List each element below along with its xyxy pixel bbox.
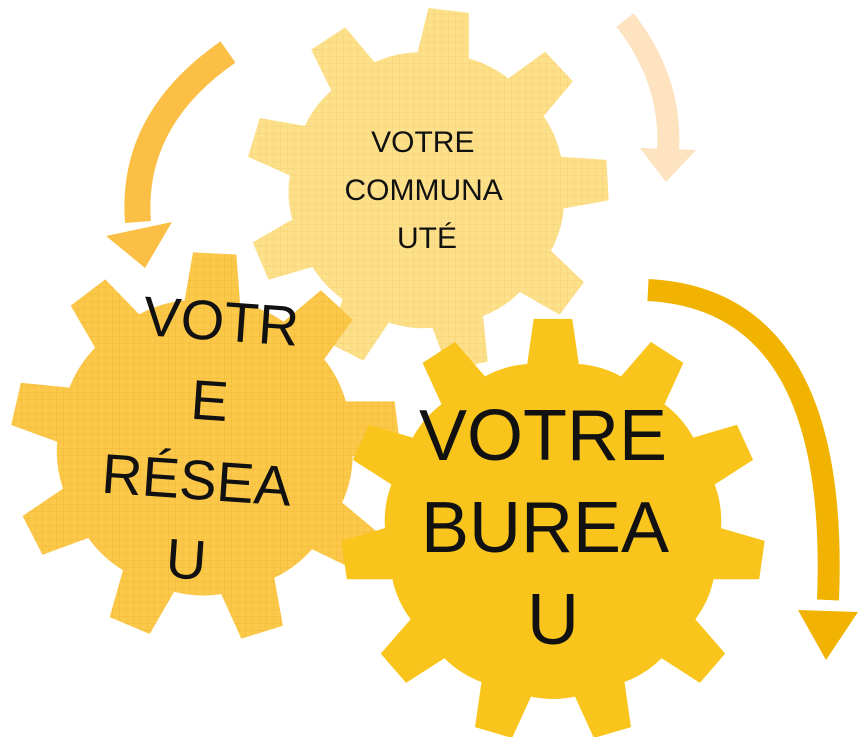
arrow-top-right bbox=[616, 13, 696, 182]
gear-reseau-line-1: VOTR bbox=[141, 284, 301, 358]
gear-communaute-line-1: VOTRE bbox=[371, 126, 474, 159]
gear-reseau-line-3: RÉSEA bbox=[100, 442, 294, 518]
gear-bureau-line-1: VOTRE bbox=[419, 396, 667, 476]
gear-bureau: VOTRE BUREA U bbox=[341, 318, 765, 737]
gear-bureau-line-3: U bbox=[527, 580, 579, 660]
gear-communaute-line-2: COMMUNA bbox=[344, 174, 502, 207]
arrow-right bbox=[647, 279, 858, 660]
arrow-top-left bbox=[106, 41, 236, 268]
gear-bureau-shape bbox=[341, 318, 765, 737]
gear-reseau-line-4: U bbox=[164, 526, 209, 592]
gear-reseau-line-2: E bbox=[189, 368, 231, 433]
gear-bureau-label: VOTRE BUREA U bbox=[419, 396, 687, 660]
gear-reseau-label: VOTR E RÉSEA U bbox=[94, 282, 317, 598]
gear-bureau-line-2: BUREA bbox=[421, 488, 669, 568]
gear-communaute: VOTRE COMMUNA UTÉ bbox=[248, 8, 609, 371]
gear-communaute-line-3: UTÉ bbox=[397, 222, 457, 255]
gear-reseau: VOTR E RÉSEA U bbox=[11, 252, 400, 639]
gear-communaute-label: VOTRE COMMUNA UTÉ bbox=[344, 126, 509, 255]
